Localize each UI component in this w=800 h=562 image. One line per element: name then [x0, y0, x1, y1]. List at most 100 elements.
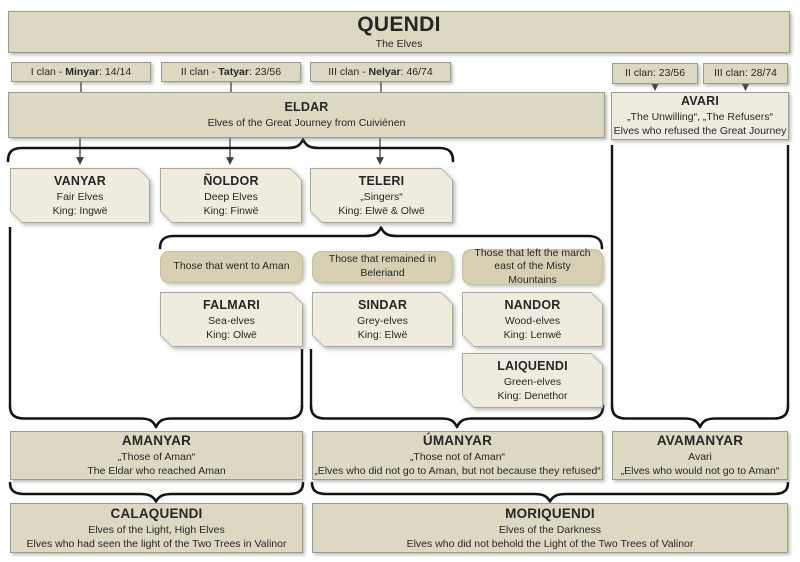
node-laiquendi: LAIQUENDI Green-elves King: Denethor	[462, 353, 603, 408]
node-line: „Elves who did not go to Aman, but not b…	[314, 465, 601, 478]
node-line: Elves who had seen the light of the Two …	[26, 537, 287, 550]
node-line: Fair Elves	[56, 190, 104, 203]
node-line: King: Elwë	[357, 328, 408, 341]
label-text: Those that left the march east of the Mi…	[474, 246, 591, 286]
node-title: QUENDI	[357, 12, 441, 36]
node-line: „Elves who would not go to Aman“	[620, 465, 780, 478]
node-title: CALAQUENDI	[110, 505, 203, 521]
node-line: King: Elwë & Olwë	[338, 204, 425, 217]
brace-teleri-split	[158, 226, 604, 250]
clan-label: II clan - Tatyar: 23/56	[181, 66, 281, 79]
group-vertical-lines	[8, 145, 790, 407]
node-title: TELERI	[358, 173, 405, 188]
snipped-box-shape	[160, 292, 303, 347]
clan-label-name: Tatyar	[218, 65, 249, 78]
node-title: AVAMANYAR	[656, 433, 744, 449]
node-teleri: TELERI „Singers“ King: Elwë & Olwë	[310, 168, 453, 223]
label-remained-beleriand: Those that remained in Beleriand	[312, 251, 453, 283]
node-content: FALMARI Sea-elves King: Olwë	[160, 292, 303, 347]
node-content: ÑOLDOR Deep Elves King: Finwë	[160, 168, 302, 223]
label-text: Those that remained in Beleriand	[328, 253, 437, 279]
node-content: NANDOR Wood-elves King: Lenwë	[462, 292, 603, 347]
node-line: Grey-elves	[357, 314, 408, 327]
node-line: Sea-elves	[208, 314, 255, 327]
node-falmari: FALMARI Sea-elves King: Olwë	[160, 292, 303, 347]
node-line: Elves who refused the Great Journey	[613, 125, 787, 138]
node-avamanyar: AVAMANYAR Avari „Elves who would not go …	[612, 431, 788, 480]
brace-calaquendi	[8, 481, 305, 503]
clan-label-name: Nelyar	[368, 65, 401, 78]
node-line: King: Olwë	[206, 328, 257, 341]
clan-label: III clan: 28/74	[713, 67, 778, 80]
node-content: LAIQUENDI Green-elves King: Denethor	[462, 353, 603, 408]
brace-avamanyar	[610, 404, 790, 429]
snipped-box-shape	[462, 292, 603, 347]
node-line: „Those not of Aman“	[409, 451, 506, 463]
label-went-to-aman: Those that went to Aman	[160, 251, 303, 283]
clan-label-pre: III clan -	[328, 65, 369, 78]
node-line: „Those of Aman“	[117, 451, 196, 463]
node-title: MORIQUENDI	[505, 505, 595, 521]
node-calaquendi: CALAQUENDI Elves of the Light, High Elve…	[10, 503, 303, 553]
snipped-box-shape	[310, 168, 453, 223]
clan-label-count: : 46/74	[400, 65, 433, 78]
node-title: AVARI	[680, 94, 720, 109]
node-line: Elves who did not behold the Light of th…	[406, 537, 694, 550]
node-clan-tatyar: II clan - Tatyar: 23/56	[161, 62, 301, 82]
node-line: Elves of the Darkness	[498, 523, 602, 536]
node-content: VANYAR Fair Elves King: Ingwë	[10, 168, 150, 223]
node-content: TELERI „Singers“ King: Elwë & Olwë	[310, 168, 453, 223]
node-title: FALMARI	[203, 297, 260, 312]
node-content: SINDAR Grey-elves King: Elwë	[312, 292, 453, 347]
snipped-box-shape	[10, 168, 150, 223]
node-vanyar: VANYAR Fair Elves King: Ingwë	[10, 168, 150, 223]
label-left-march-misty: Those that left the march east of the Mi…	[462, 246, 603, 286]
snipped-box-shape	[160, 168, 302, 223]
node-clan-minyar: I clan - Minyar: 14/14	[11, 62, 151, 82]
node-title: ELDAR	[284, 100, 329, 115]
snipped-box-shape	[312, 292, 453, 347]
brace-eldar-children	[6, 138, 455, 163]
curly-braces	[6, 138, 790, 503]
node-title: ÚMANYAR	[422, 433, 493, 449]
brace-umanyar	[309, 404, 605, 429]
node-title: SINDAR	[357, 297, 408, 312]
node-line: Wood-elves	[504, 314, 561, 327]
node-eldar: ELDAR Elves of the Great Journey from Cu…	[8, 92, 605, 138]
node-clan-ii-avari: II clan: 23/56	[612, 63, 698, 84]
node-title: ÑOLDOR	[203, 173, 259, 188]
node-nandor: NANDOR Wood-elves King: Lenwë	[462, 292, 603, 347]
node-line: Avari	[688, 451, 712, 463]
node-line: „The Unwilling“, „The Refusers“	[627, 111, 773, 124]
node-subtitle: The Elves	[375, 37, 423, 50]
down-arrows	[76, 83, 750, 165]
node-moriquendi: MORIQUENDI Elves of the Darkness Elves w…	[312, 503, 788, 553]
clan-label-pre: I clan -	[30, 65, 66, 78]
brace-amanyar	[8, 404, 304, 429]
brace-moriquendi	[310, 481, 790, 503]
node-line: Deep Elves	[204, 190, 258, 203]
node-clan-nelyar: III clan - Nelyar: 46/74	[310, 62, 451, 82]
clan-label-name: Minyar	[65, 65, 100, 78]
node-title: AMANYAR	[121, 433, 192, 449]
node-umanyar: ÚMANYAR „Those not of Aman“ „Elves who d…	[312, 431, 603, 480]
node-title: VANYAR	[54, 173, 106, 188]
node-quendi: QUENDI The Elves	[8, 11, 790, 53]
node-clan-iii-avari: III clan: 28/74	[703, 63, 788, 84]
node-line: King: Ingwë	[52, 204, 108, 217]
node-avari: AVARI „The Unwilling“, „The Refusers“ El…	[611, 92, 789, 140]
node-line: „Singers“	[360, 190, 403, 203]
clan-label-count: : 23/56	[248, 65, 282, 78]
node-sindar: SINDAR Grey-elves King: Elwë	[312, 292, 453, 347]
clan-label: II clan: 23/56	[624, 67, 686, 80]
node-line: The Eldar who reached Aman	[87, 465, 226, 478]
node-title: LAIQUENDI	[497, 358, 568, 373]
clan-to-eldar-connectors	[80, 82, 382, 92]
label-text: Those that went to Aman	[173, 260, 290, 273]
clan-label: I clan - Minyar: 14/14	[31, 66, 131, 79]
node-line: King: Lenwë	[503, 328, 562, 341]
node-line: Elves of the Great Journey from Cuiviéne…	[207, 117, 406, 130]
node-line: Elves of the Light, High Elves	[88, 523, 225, 536]
